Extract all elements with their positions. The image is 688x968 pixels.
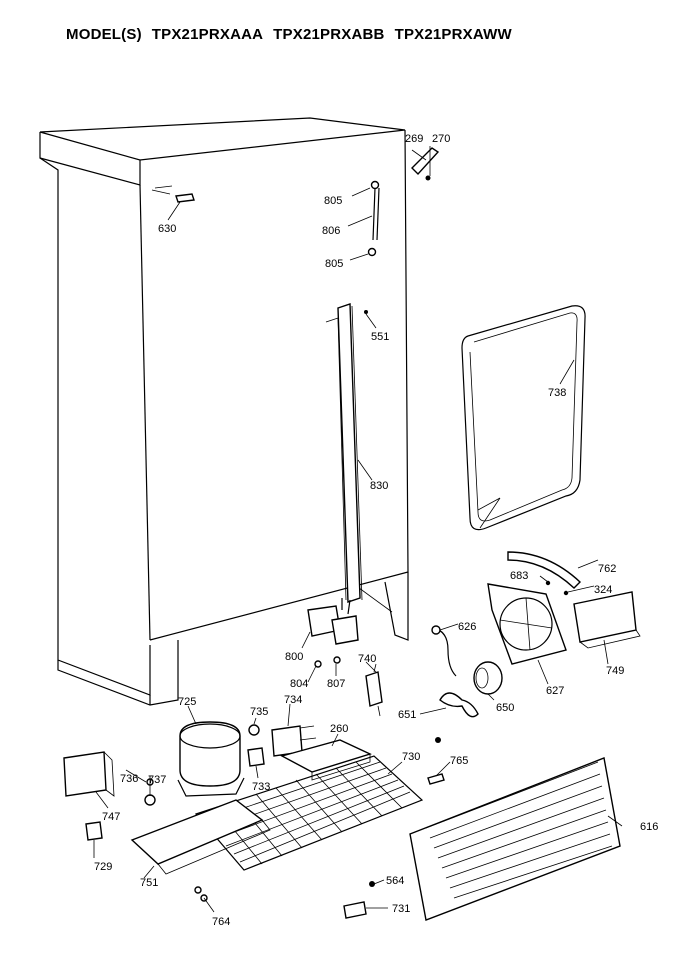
part-616-grille-panel — [409, 757, 621, 921]
part-762-strip — [507, 551, 582, 589]
callout-751: 751 — [140, 877, 158, 889]
part-804 — [314, 660, 322, 668]
part-269-270-bracket — [411, 147, 440, 181]
callout-737: 737 — [148, 774, 166, 786]
part-551-screw — [364, 310, 368, 314]
callout-564: 564 — [386, 875, 404, 887]
callout-630: 630 — [158, 223, 176, 235]
callout-651: 651 — [398, 709, 416, 721]
part-740-heater — [365, 663, 383, 717]
callout-683: 683 — [510, 570, 528, 582]
callout-650: 650 — [496, 702, 514, 714]
model-number-2: TPX21PRXABB — [273, 26, 385, 43]
callout-800: 800 — [285, 651, 303, 663]
part-733 — [247, 747, 265, 767]
model-prefix: MODEL(S) — [66, 26, 142, 43]
callout-729: 729 — [94, 861, 112, 873]
part-630-hinge — [175, 193, 195, 203]
callout-labels: 269 270 805 806 805 630 551 738 830 762 … — [94, 133, 658, 928]
callout-807: 807 — [327, 678, 345, 690]
callout-806: 806 — [322, 225, 340, 237]
callout-733: 733 — [252, 781, 270, 793]
callout-747: 747 — [102, 811, 120, 823]
part-738-gasket — [461, 305, 586, 531]
part-800-valve — [307, 598, 359, 645]
callout-749: 749 — [606, 665, 624, 677]
part-651-fan-blade — [435, 692, 479, 743]
callout-738: 738 — [548, 387, 566, 399]
part-627-fan-shroud — [487, 583, 567, 665]
callout-830: 830 — [370, 480, 388, 492]
callout-805-bottom: 805 — [325, 258, 343, 270]
callout-725: 725 — [178, 696, 196, 708]
callout-616: 616 — [640, 821, 658, 833]
callout-324: 324 — [594, 584, 612, 596]
callout-764: 764 — [212, 916, 230, 928]
cabinet — [39, 117, 409, 706]
leader-lines — [93, 146, 623, 913]
callout-270: 270 — [432, 133, 450, 145]
model-number-3: TPX21PRXAWW — [394, 26, 512, 43]
part-729 — [85, 821, 103, 841]
part-807 — [333, 656, 341, 664]
callout-762: 762 — [598, 563, 616, 575]
callout-805-top: 805 — [324, 195, 342, 207]
callout-740: 740 — [358, 653, 376, 665]
callout-551: 551 — [371, 331, 389, 343]
part-737 — [144, 794, 156, 806]
callout-765: 765 — [450, 755, 468, 767]
model-number-1: TPX21PRXAAA — [151, 26, 264, 43]
part-626-harness — [431, 625, 457, 677]
callout-734: 734 — [284, 694, 302, 706]
callout-260: 260 — [330, 723, 348, 735]
part-324-screw — [563, 590, 569, 596]
part-830-channel — [325, 303, 363, 603]
part-730-condenser — [194, 755, 424, 871]
part-805-806-tube — [367, 180, 380, 257]
callout-735: 735 — [250, 706, 268, 718]
part-765 — [427, 773, 445, 785]
callout-269: 269 — [405, 133, 423, 145]
callout-730: 730 — [402, 751, 420, 763]
callout-626: 626 — [458, 621, 476, 633]
part-683-screw — [545, 580, 551, 586]
callout-736: 736 — [120, 773, 138, 785]
part-751-base-pan — [130, 799, 271, 875]
part-650-motor — [473, 661, 503, 695]
model-header: MODEL(S) TPX21PRXAAA TPX21PRXABB TPX21PRXAW… — [66, 26, 522, 43]
part-564 — [369, 881, 375, 887]
callout-804: 804 — [290, 678, 308, 690]
part-764 — [194, 886, 208, 902]
callout-731: 731 — [392, 903, 410, 915]
part-735 — [248, 724, 260, 736]
part-725-compressor — [177, 721, 245, 797]
part-747-bracket — [63, 751, 115, 797]
part-731 — [343, 901, 367, 919]
part-749-cover — [573, 591, 641, 649]
callout-627: 627 — [546, 685, 564, 697]
